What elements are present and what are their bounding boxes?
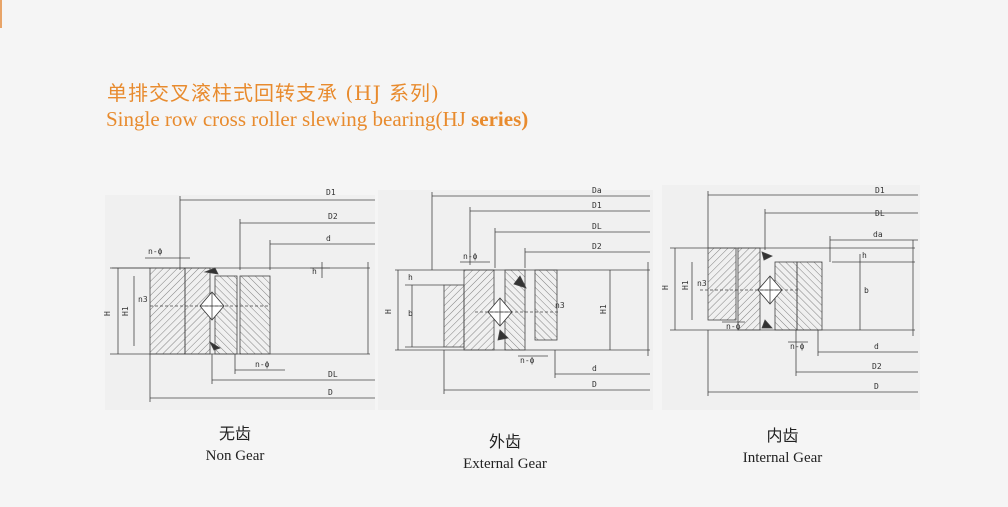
label-eg-n-phi-bottom: n-ϕ [520,356,535,365]
label-ig-H1: H1 [681,280,690,290]
label-ng-d: d [326,234,331,243]
label-eg-h: h [408,273,413,282]
label-ng-H1: H1 [121,306,130,316]
label-ng-n3: n3 [138,295,148,304]
label-eg-n3: n3 [555,301,565,310]
diagram-non-gear [105,195,375,410]
label-eg-D: D [592,380,597,389]
label-ng-D1: D1 [326,188,336,197]
label-ig-D: D [874,382,879,391]
caption-external-gear-en: External Gear [463,456,547,472]
title-chinese: 单排交叉滚柱式回转支承 (HJ 系列) [107,81,440,105]
label-ng-h: h [312,267,317,276]
caption-non-gear-cn: 无齿 [218,424,251,443]
caption-external-gear-cn: 外齿 [488,432,521,451]
label-eg-D1: D1 [592,201,602,210]
caption-internal-gear-cn: 内齿 [766,426,799,445]
label-eg-n-phi: n-ϕ [463,252,478,261]
label-ig-n-phi-bottom: n-ϕ [790,342,805,351]
caption-non-gear-en: Non Gear [205,448,265,464]
caption-internal-gear: 内齿 Internal Gear [725,422,840,467]
label-ig-d: d [874,342,879,351]
caption-external-gear: 外齿 External Gear [445,428,565,473]
label-ig-D2: D2 [872,362,882,371]
caption-internal-gear-en: Internal Gear [742,450,823,466]
label-eg-DL: DL [592,222,602,231]
label-ig-b: b [864,286,869,295]
label-ng-DL: DL [328,370,338,379]
label-eg-H: H [384,309,393,314]
label-eg-b: b [408,309,413,318]
label-ig-H: H [661,285,670,290]
label-ig-D1: D1 [875,186,885,195]
title-english: Single row cross roller slewing bearing(… [106,107,528,132]
label-ng-D: D [328,388,333,397]
label-ng-n-phi-bottom: n-ϕ [255,360,270,369]
label-eg-H1: H1 [599,304,608,314]
diagram-external-gear [378,190,653,410]
caption-non-gear: 无齿 Non Gear [180,420,290,465]
label-eg-d: d [592,364,597,373]
label-ng-n-phi: n-ϕ [148,247,163,256]
title-english-bold: series) [471,107,529,131]
label-eg-Da: Da [592,186,602,195]
label-ig-h: h [862,251,867,260]
page-edge-accent [0,0,2,28]
label-ig-DL: DL [875,209,885,218]
label-ng-D2: D2 [328,212,338,221]
label-ig-n-phi: n-ϕ [726,322,741,331]
label-ng-H: H [103,311,112,316]
diagram-internal-gear [662,185,920,410]
label-ig-da: da [873,230,883,239]
label-eg-D2: D2 [592,242,602,251]
title-english-prefix: Single row cross roller slewing bearing(… [106,107,472,131]
label-ig-n3: n3 [697,279,707,288]
